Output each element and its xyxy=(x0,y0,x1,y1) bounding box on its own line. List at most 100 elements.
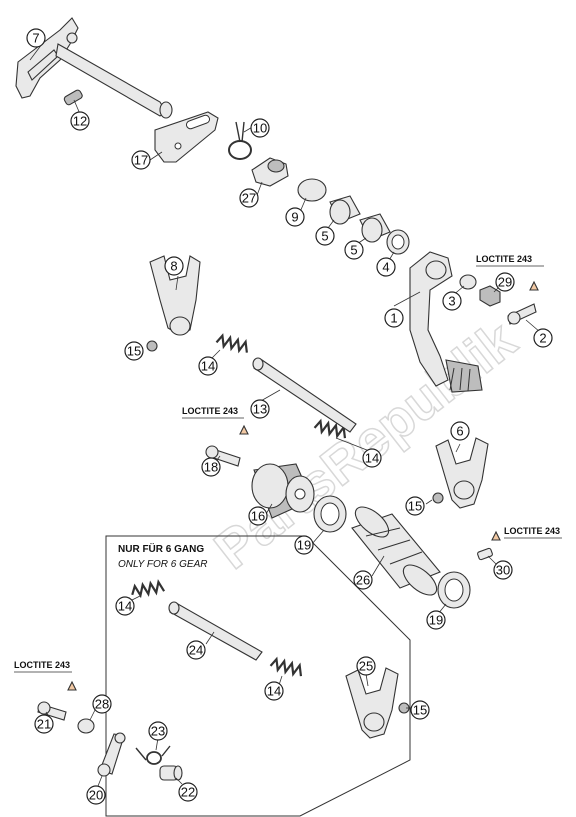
callout-15: 15 xyxy=(124,341,144,361)
spring-part xyxy=(269,656,303,677)
callout-3: 3 xyxy=(442,291,462,311)
callout-7: 7 xyxy=(26,28,46,48)
callout-5: 5 xyxy=(315,226,335,246)
shift-fork-part xyxy=(149,255,201,336)
callout-27: 27 xyxy=(239,188,259,208)
torsion-spring-part xyxy=(135,745,171,765)
svg-text:21: 21 xyxy=(37,717,51,732)
svg-text:15: 15 xyxy=(127,344,141,359)
callout-19: 19 xyxy=(294,535,314,555)
six-gear-title: NUR FÜR 6 GANG xyxy=(118,542,204,555)
washer-part xyxy=(77,718,95,734)
callout-14: 14 xyxy=(115,596,135,616)
shift-fork-part xyxy=(435,437,489,509)
svg-text:25: 25 xyxy=(359,659,373,674)
roller-lever-part xyxy=(251,157,289,187)
ball-part xyxy=(146,340,158,352)
locking-lever-part xyxy=(97,732,126,777)
svg-text:19: 19 xyxy=(429,613,443,628)
callout-14: 14 xyxy=(362,448,382,468)
svg-text:4: 4 xyxy=(382,260,389,275)
bearing-part xyxy=(313,495,347,533)
svg-text:6: 6 xyxy=(456,424,463,439)
callout-25: 25 xyxy=(356,656,376,676)
callout-13: 13 xyxy=(250,399,270,419)
svg-text:12: 12 xyxy=(73,114,87,129)
spring-clip-part xyxy=(228,121,252,160)
spring-part xyxy=(313,418,347,439)
svg-text:14: 14 xyxy=(365,451,379,466)
svg-text:5: 5 xyxy=(321,229,328,244)
fork-rod-part xyxy=(168,601,263,661)
shift-drum-cam-part xyxy=(251,463,315,519)
svg-text:15: 15 xyxy=(408,499,422,514)
svg-text:2: 2 xyxy=(539,331,546,346)
svg-text:20: 20 xyxy=(89,788,103,803)
loctite-drop-icon xyxy=(529,280,539,291)
callout-22: 22 xyxy=(178,782,198,802)
callout-29: 29 xyxy=(495,272,515,292)
callout-6: 6 xyxy=(450,421,470,441)
loctite-drop-icon xyxy=(491,530,501,541)
callout-1: 1 xyxy=(384,308,404,328)
loctite-note: LOCTITE 243 xyxy=(504,526,560,536)
shift-plate-part xyxy=(154,111,219,163)
needle-bearing-part xyxy=(329,195,361,225)
bolt-part xyxy=(507,303,537,325)
callout-5: 5 xyxy=(344,240,364,260)
spring-plug-part xyxy=(63,89,83,106)
loctite-drop-icon xyxy=(239,424,249,435)
callout-18: 18 xyxy=(201,457,221,477)
loctite-note: LOCTITE 243 xyxy=(14,660,70,670)
loctite-note: LOCTITE 243 xyxy=(182,406,238,416)
svg-text:22: 22 xyxy=(181,785,195,800)
svg-text:8: 8 xyxy=(170,259,177,274)
callout-9: 9 xyxy=(285,207,305,227)
svg-text:17: 17 xyxy=(134,153,148,168)
callout-21: 21 xyxy=(34,714,54,734)
callout-16: 16 xyxy=(248,506,268,526)
svg-text:28: 28 xyxy=(95,697,109,712)
svg-text:15: 15 xyxy=(413,703,427,718)
svg-text:19: 19 xyxy=(297,538,311,553)
svg-text:13: 13 xyxy=(253,402,267,417)
callout-30: 30 xyxy=(493,560,513,580)
callout-8: 8 xyxy=(164,256,184,276)
callout-20: 20 xyxy=(86,785,106,805)
loctite-drop-icon xyxy=(67,680,77,691)
spring-part xyxy=(131,579,166,599)
callout-24: 24 xyxy=(186,640,206,660)
callout-19: 19 xyxy=(426,610,446,630)
callout-15: 15 xyxy=(405,496,425,516)
svg-text:30: 30 xyxy=(496,563,510,578)
callout-28: 28 xyxy=(92,694,112,714)
ring-part xyxy=(386,229,410,255)
svg-text:5: 5 xyxy=(350,243,357,258)
callout-2: 2 xyxy=(533,328,553,348)
callout-14: 14 xyxy=(198,356,218,376)
washer-part xyxy=(459,274,477,290)
svg-text:7: 7 xyxy=(32,31,39,46)
svg-text:3: 3 xyxy=(448,294,455,309)
shift-lever-part xyxy=(409,251,483,393)
svg-text:14: 14 xyxy=(201,359,215,374)
shift-fork-part xyxy=(345,667,399,739)
ball-part xyxy=(432,492,444,504)
svg-text:14: 14 xyxy=(118,599,132,614)
svg-text:24: 24 xyxy=(189,643,203,658)
callout-17: 17 xyxy=(131,150,151,170)
callout-15: 15 xyxy=(410,700,430,720)
loctite-note: LOCTITE 243 xyxy=(476,254,532,264)
bearing-part xyxy=(437,571,471,609)
sleeve-part xyxy=(159,765,183,781)
svg-text:26: 26 xyxy=(356,573,370,588)
svg-text:9: 9 xyxy=(291,210,298,225)
six-gear-subtitle: ONLY FOR 6 GEAR xyxy=(118,559,207,570)
spring-part xyxy=(215,333,248,354)
svg-text:18: 18 xyxy=(204,460,218,475)
callout-12: 12 xyxy=(70,111,90,131)
callout-26: 26 xyxy=(353,570,373,590)
needle-bearing-part xyxy=(359,213,391,243)
svg-text:16: 16 xyxy=(251,509,265,524)
fork-rod-part xyxy=(252,357,357,433)
